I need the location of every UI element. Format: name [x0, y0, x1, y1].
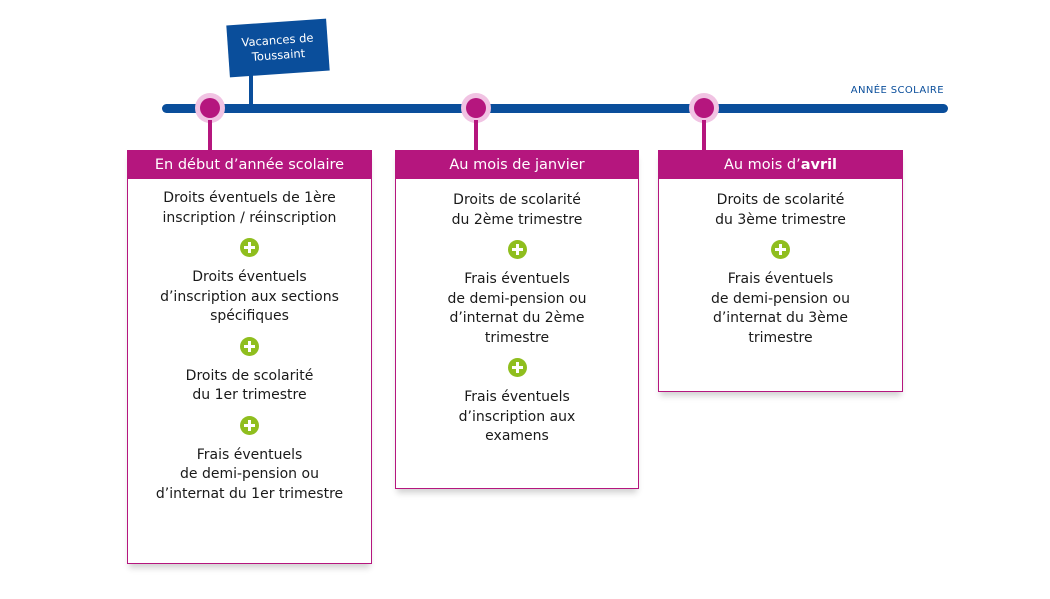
flag-line-2: Toussaint — [251, 46, 306, 64]
connector-2 — [474, 120, 478, 152]
plus-circle-icon — [507, 240, 527, 259]
plus-circle-icon — [507, 358, 527, 377]
toussaint-flag: Vacances de Toussaint — [226, 18, 330, 78]
timeline-marker-3 — [689, 93, 719, 123]
timeline-marker-1 — [195, 93, 225, 123]
timeline-line — [162, 104, 948, 113]
card-title: Au mois d’avril — [659, 151, 902, 179]
plus-circle-icon — [240, 238, 259, 257]
plus-circle-icon — [771, 240, 790, 259]
flag-pole — [249, 70, 253, 106]
card-title-bold: avril — [800, 157, 838, 173]
card-title: Au mois de janvier — [396, 151, 638, 179]
timeline-marker-2 — [461, 93, 491, 123]
connector-1 — [208, 120, 212, 152]
plus-circle-icon — [240, 336, 259, 356]
card-debut-annee: En début d’année scolaire Droits éventue… — [127, 150, 372, 564]
timeline-label: ANNÉE SCOLAIRE — [850, 85, 944, 96]
connector-3 — [702, 120, 706, 152]
card-title: En début d’année scolaire — [128, 151, 371, 179]
card-title-prefix: Au mois d’ — [723, 157, 801, 173]
plus-circle-icon — [240, 415, 259, 435]
